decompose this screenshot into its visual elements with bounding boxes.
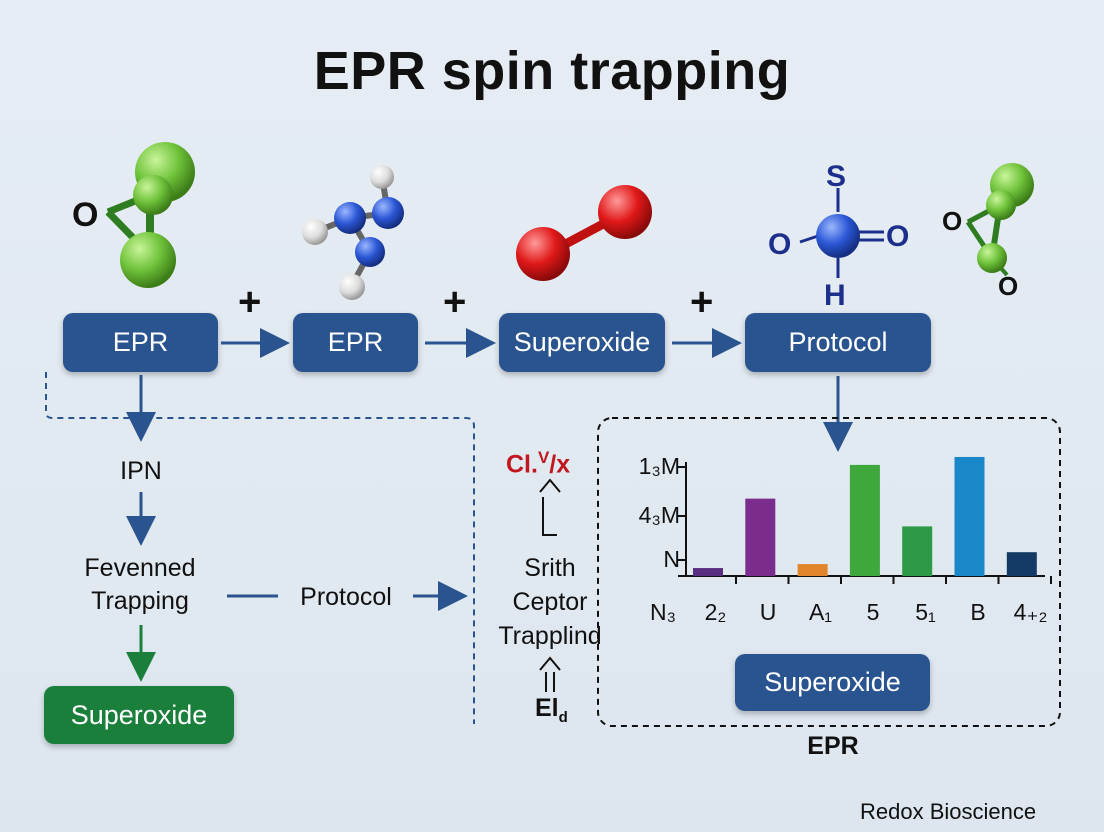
chart-y-tick-label: N	[663, 546, 680, 572]
superoxide-box-green: Superoxide	[44, 686, 234, 744]
chart-y-tick-label: 1₃M	[639, 453, 680, 479]
chart-bar	[1006, 552, 1037, 576]
center-formula: Cl.V/x	[506, 448, 570, 479]
plus-sign-3: +	[690, 280, 714, 324]
chart-bar	[745, 498, 776, 576]
trapping-label: Fevenned Trapping	[60, 552, 220, 617]
plus-sign-1: +	[238, 280, 262, 324]
center-line-2: Ceptor	[512, 587, 588, 616]
mol5-atom-o-bottom: O	[998, 271, 1018, 301]
chart-x-tick-label: N₃	[650, 599, 676, 625]
footer-credit: Redox Bioscience	[860, 799, 1037, 824]
chart-x-tick-label: A₁	[809, 599, 832, 625]
chart-bar	[902, 526, 933, 576]
mol4-atom-o-left: O	[768, 228, 791, 261]
chart-x-tick-label: B	[970, 599, 985, 625]
plus-sign-2: +	[443, 280, 467, 324]
chart-x-tick-label: 2₂	[705, 599, 727, 625]
chart-x-tick-label: 4₊₂	[1014, 599, 1048, 625]
page-title: EPR spin trapping	[313, 41, 791, 101]
dashed-bracket-left	[45, 372, 475, 724]
mol5-atom-o-top: O	[942, 206, 962, 236]
mol4-atom-s: S	[826, 160, 846, 193]
trapping-label-line2: Trapping	[91, 586, 189, 615]
center-line-1: Srith	[524, 554, 576, 582]
ipn-label: IPN	[120, 457, 162, 485]
center-bottom-main: El	[535, 694, 559, 722]
center-formula-suffix: /x	[549, 450, 571, 479]
epr-box-1: EPR	[63, 313, 218, 372]
center-formula-sup: V	[537, 448, 550, 467]
molecule-5: O O	[942, 163, 1034, 301]
chart-bar	[693, 568, 723, 576]
protocol-label: Protocol	[300, 583, 392, 611]
chart-bar	[797, 564, 828, 576]
epr-box-2: EPR	[293, 313, 418, 372]
chart-x-tick-label: U	[760, 599, 777, 625]
superoxide-box-chart: Superoxide	[735, 654, 930, 711]
chart-caption: EPR	[807, 732, 859, 760]
mol1-atom-label: O	[72, 196, 98, 234]
mol4-atom-h: H	[824, 279, 846, 312]
protocol-box: Protocol	[745, 313, 931, 372]
superoxide-box-top: Superoxide	[499, 313, 665, 372]
molecule-3	[516, 185, 652, 281]
mol4-atom-o-right: O	[886, 220, 909, 253]
molecule-4: S O O H	[768, 160, 909, 312]
dashed-chart-frame	[597, 417, 1061, 727]
center-up-arrow-2	[539, 656, 561, 671]
center-up-arrow-1	[539, 478, 561, 493]
center-formula-main: Cl.	[506, 450, 538, 479]
molecule-2	[302, 165, 404, 300]
center-text-stack: Srith Ceptor Trapplind	[470, 552, 630, 653]
chart-bar	[954, 456, 985, 576]
center-bottom-label: Eld	[535, 694, 568, 726]
molecule-1: O	[72, 142, 195, 288]
chart-x-tick-label: 5₁	[915, 599, 936, 625]
trapping-label-line1: Fevenned	[84, 554, 196, 582]
chart-bar	[849, 464, 880, 576]
chart-y-tick-label: 4₃M	[639, 502, 680, 528]
center-bottom-sub: d	[558, 709, 568, 726]
center-line-3: Trapplind	[498, 621, 602, 650]
chart-x-tick-label: 5	[867, 599, 880, 625]
